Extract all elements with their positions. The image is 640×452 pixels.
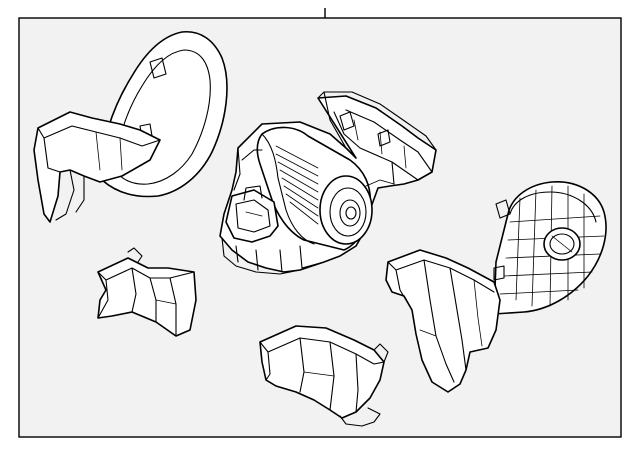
right-air-duct	[385, 181, 607, 393]
blower-motor-housing	[219, 91, 437, 275]
lower-duct	[259, 325, 389, 427]
left-air-duct	[33, 31, 228, 223]
small-bracket	[97, 247, 197, 337]
